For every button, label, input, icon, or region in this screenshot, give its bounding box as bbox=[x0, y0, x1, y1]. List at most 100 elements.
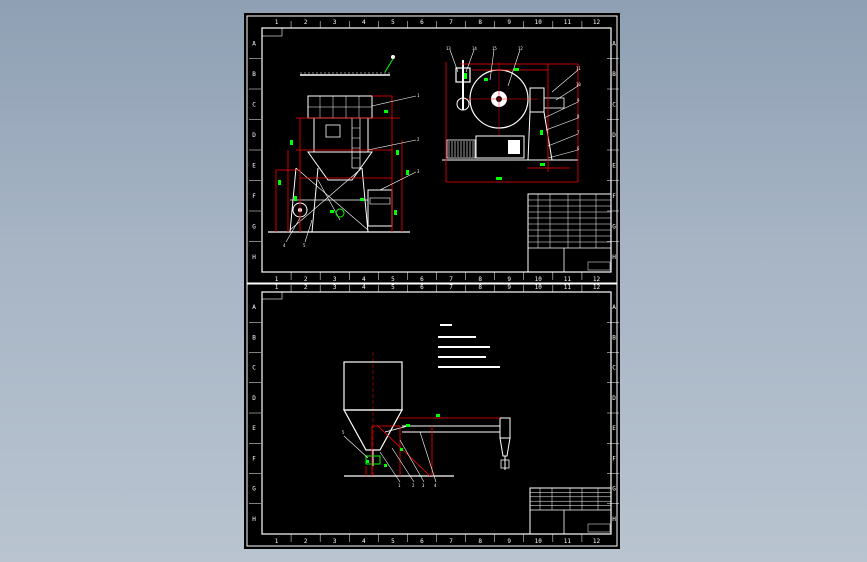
column-label: 9 bbox=[507, 538, 511, 545]
column-label: 6 bbox=[420, 276, 424, 283]
balloon-label: 1 bbox=[398, 483, 401, 488]
column-label: 9 bbox=[507, 276, 511, 283]
column-label: 6 bbox=[420, 284, 424, 291]
column-label: 12 bbox=[593, 19, 601, 26]
column-label: 3 bbox=[333, 19, 337, 26]
row-label: H bbox=[612, 254, 616, 261]
column-label: 11 bbox=[564, 284, 572, 291]
column-label: 5 bbox=[391, 276, 395, 283]
row-label: B bbox=[612, 334, 616, 341]
row-label: H bbox=[252, 516, 256, 523]
balloon-label: 12 bbox=[518, 46, 523, 51]
row-label: C bbox=[612, 365, 616, 372]
row-label: B bbox=[252, 334, 256, 341]
cyclone-top bbox=[543, 97, 565, 109]
column-label: 5 bbox=[391, 538, 395, 545]
row-label: B bbox=[612, 71, 616, 78]
column-label: 10 bbox=[535, 276, 543, 283]
nozzle-head bbox=[455, 67, 471, 83]
row-label: D bbox=[252, 132, 256, 139]
column-label: 5 bbox=[391, 19, 395, 26]
column-label: 11 bbox=[564, 538, 572, 545]
column-label: 7 bbox=[449, 276, 453, 283]
tower-leaders bbox=[343, 431, 437, 483]
column-label: 1 bbox=[275, 19, 279, 26]
column-label: 8 bbox=[478, 538, 482, 545]
side-view[interactable]: 1 2 3 4 5 bbox=[268, 55, 420, 248]
column-label: 3 bbox=[333, 284, 337, 291]
row-label: F bbox=[612, 455, 616, 462]
heater-grid bbox=[446, 139, 476, 159]
row-label: F bbox=[252, 193, 256, 200]
sheet-outer-frame bbox=[246, 282, 618, 547]
column-label: 3 bbox=[333, 538, 337, 545]
row-label: E bbox=[252, 162, 256, 169]
front-annotations bbox=[464, 68, 545, 180]
column-label: 2 bbox=[304, 276, 308, 283]
balloon-label: 4 bbox=[283, 243, 286, 248]
row-label: D bbox=[252, 395, 256, 402]
column-label: 1 bbox=[275, 538, 279, 545]
column-label: 4 bbox=[362, 284, 366, 291]
column-label: 5 bbox=[391, 284, 395, 291]
column-label: 6 bbox=[420, 538, 424, 545]
column-label: 4 bbox=[362, 538, 366, 545]
row-label: H bbox=[252, 254, 256, 261]
column-label: 4 bbox=[362, 276, 366, 283]
column-label: 4 bbox=[362, 19, 366, 26]
row-label: G bbox=[612, 486, 616, 493]
balloon-label: 14 bbox=[472, 46, 477, 51]
column-label: 12 bbox=[593, 538, 601, 545]
balloon-label: 10 bbox=[576, 82, 581, 87]
column-label: 2 bbox=[304, 538, 308, 545]
front-leaders bbox=[449, 49, 579, 159]
balloon-label: 15 bbox=[492, 46, 497, 51]
row-label: G bbox=[612, 223, 616, 230]
row-label: C bbox=[612, 101, 616, 108]
row-label: C bbox=[252, 365, 256, 372]
row-label: G bbox=[252, 486, 256, 493]
column-label: 7 bbox=[449, 538, 453, 545]
front-view[interactable]: 13 14 15 12 11 10 9 8 7 6 bbox=[442, 46, 581, 183]
cyclone-base bbox=[500, 459, 510, 469]
column-label: 3 bbox=[333, 276, 337, 283]
balloon-label: 3 bbox=[422, 483, 425, 488]
row-label: E bbox=[612, 162, 616, 169]
column-label: 9 bbox=[507, 19, 511, 26]
column-label: 8 bbox=[478, 19, 482, 26]
collector-lid bbox=[369, 197, 391, 205]
fan-symbol bbox=[391, 55, 395, 59]
row-label: H bbox=[612, 516, 616, 523]
row-label: G bbox=[252, 223, 256, 230]
balloon-label: 4 bbox=[434, 483, 437, 488]
balloon-label: 3 bbox=[417, 169, 420, 174]
duct-slope bbox=[384, 425, 409, 433]
row-label: B bbox=[252, 71, 256, 78]
balloon-label: 7 bbox=[577, 130, 580, 135]
balloon-label: 13 bbox=[446, 46, 451, 51]
column-label: 1 bbox=[275, 276, 279, 283]
column-label: 12 bbox=[593, 284, 601, 291]
column-label: 1 bbox=[275, 284, 279, 291]
spray-tower[interactable]: 1 2 3 4 5 bbox=[342, 352, 511, 488]
tower-dimensions bbox=[365, 417, 500, 477]
title-block-bottom[interactable] bbox=[529, 487, 612, 535]
row-label: E bbox=[252, 425, 256, 432]
title-block-top[interactable] bbox=[527, 193, 612, 273]
front-dimensions bbox=[445, 62, 579, 183]
balloon-label: 1 bbox=[417, 93, 420, 98]
row-label: F bbox=[612, 193, 616, 200]
heater-fins bbox=[448, 141, 474, 157]
corner-box bbox=[261, 291, 283, 300]
tower-cone bbox=[342, 409, 404, 451]
column-label: 9 bbox=[507, 284, 511, 291]
row-label: A bbox=[612, 40, 616, 47]
